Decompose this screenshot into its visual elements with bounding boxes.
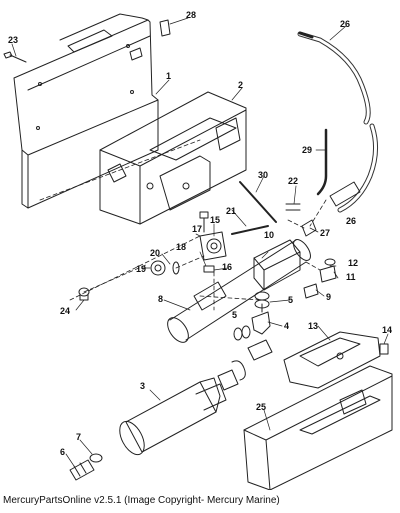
solenoid-part <box>199 231 227 261</box>
oring-5a-part <box>254 291 270 301</box>
callout-23: 23 <box>8 35 18 45</box>
callout-3: 3 <box>140 381 145 391</box>
hose-part <box>297 31 371 125</box>
callout-9: 9 <box>326 292 331 302</box>
callout-26a: 26 <box>340 19 350 29</box>
callout-1: 1 <box>166 71 171 81</box>
pump-connector-part <box>217 339 273 391</box>
callout-15: 15 <box>210 215 220 225</box>
callout-28: 28 <box>186 10 196 20</box>
housing-part <box>99 91 247 225</box>
callout-19: 19 <box>136 264 146 274</box>
knob-part <box>78 287 90 301</box>
callout-29: 29 <box>302 145 312 155</box>
bolt-17-part <box>199 211 209 233</box>
callout-2: 2 <box>238 80 243 90</box>
callout-17: 17 <box>192 224 202 234</box>
bracket-13-part <box>283 331 381 389</box>
callout-7: 7 <box>76 432 81 442</box>
line-22-part <box>285 203 301 211</box>
callout-11: 11 <box>346 272 356 282</box>
washer-16-part <box>203 265 215 273</box>
callout-5a: 5 <box>288 295 293 305</box>
callout-10: 10 <box>264 230 274 240</box>
callout-8: 8 <box>158 294 163 304</box>
fitting-9-part <box>303 283 319 299</box>
rod-part <box>239 181 277 223</box>
clip-part <box>159 19 171 37</box>
callout-18: 18 <box>176 242 186 252</box>
plug-part <box>150 260 180 276</box>
callout-20: 20 <box>150 248 160 258</box>
tube-part <box>316 128 328 196</box>
fuel-pump-part <box>119 377 227 456</box>
screw-14-part <box>379 343 389 355</box>
elbow-fitting-part <box>251 303 271 335</box>
pin-part <box>231 225 269 235</box>
callout-14: 14 <box>382 325 392 335</box>
valve-body-part <box>253 239 301 291</box>
callout-16: 16 <box>222 262 232 272</box>
fitting-27-part <box>301 219 317 237</box>
oring-5d-part <box>241 325 251 339</box>
copyright-caption: MercuryPartsOnline v2.5.1 (Image Copyrig… <box>3 495 280 506</box>
callout-6: 6 <box>60 447 65 457</box>
callout-25: 25 <box>256 402 266 412</box>
cover-part <box>243 365 393 490</box>
lower-hose-part <box>329 123 378 213</box>
oring-5c-part <box>233 327 243 341</box>
screw-part <box>3 51 27 63</box>
callout-30: 30 <box>258 170 268 180</box>
callout-27: 27 <box>320 228 330 238</box>
exploded-parts-diagram: 1 2 3 4 5 5 6 7 8 9 10 11 12 13 14 15 16… <box>3 10 393 490</box>
callout-24: 24 <box>60 306 70 316</box>
callout-12: 12 <box>348 258 358 268</box>
callout-4: 4 <box>284 321 289 331</box>
tube-housing-part <box>167 239 311 343</box>
mounting-bracket-part <box>13 13 159 209</box>
callout-5b: 5 <box>232 310 237 320</box>
callout-26b: 26 <box>346 216 356 226</box>
callout-21: 21 <box>226 206 236 216</box>
fitting-11-part <box>319 258 337 283</box>
inlet-fitting-part <box>69 453 103 481</box>
callout-13: 13 <box>308 321 318 331</box>
callout-22: 22 <box>288 176 298 186</box>
